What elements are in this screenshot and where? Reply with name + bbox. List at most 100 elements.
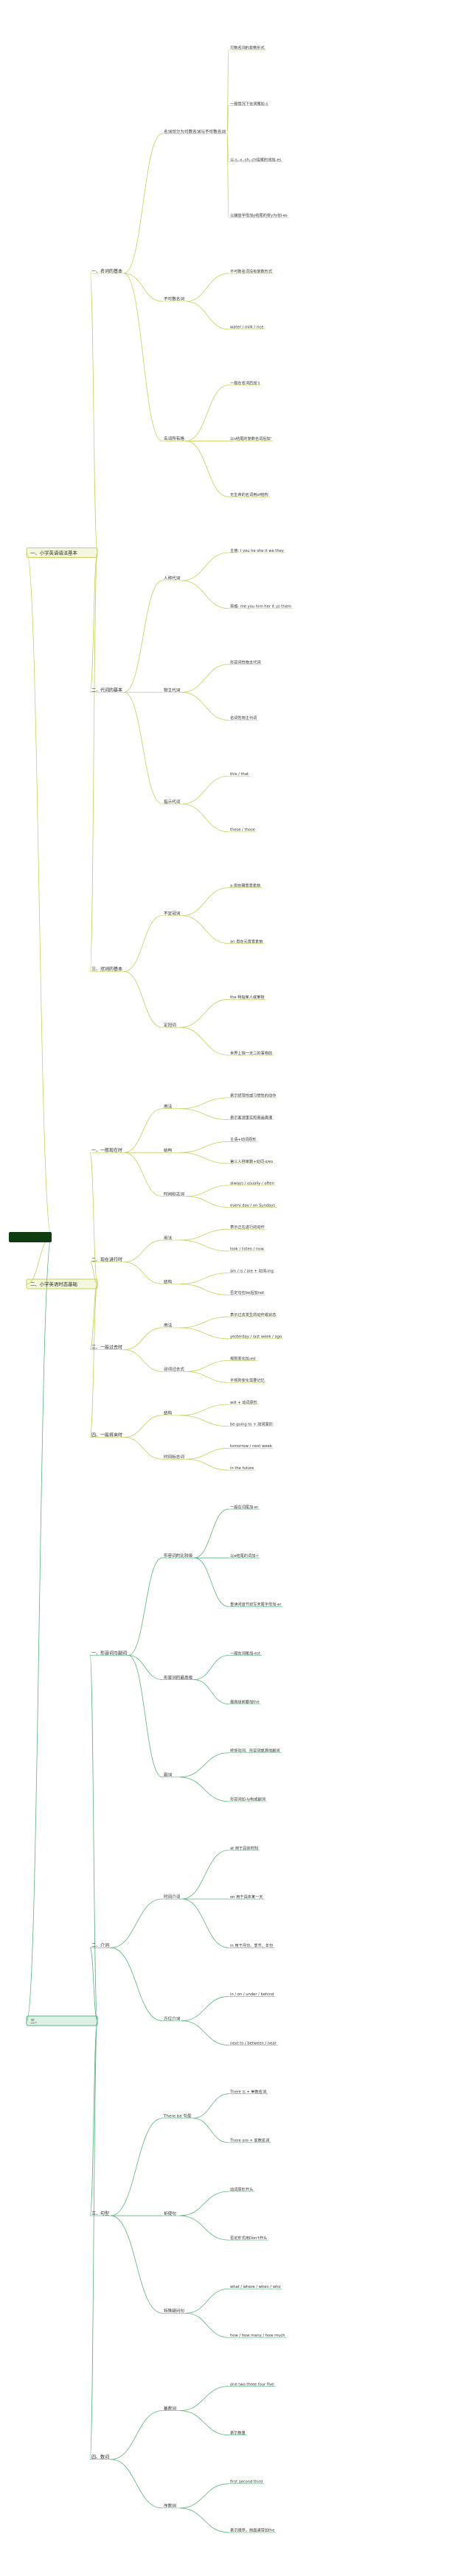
leaf-node[interactable]: a 用在辅音音素前 [229, 883, 263, 889]
leaf-node[interactable]: 一般在词尾加-er [229, 1504, 260, 1510]
leaf-node[interactable]: 表示顺序，前面通常加the [229, 2527, 277, 2533]
subtopic-node[interactable]: 动词过去式 [162, 1366, 186, 1372]
leaf-node[interactable]: how / how many / how much [229, 2334, 287, 2338]
leaf-node[interactable]: am / is / are + 动词-ing [229, 1267, 275, 1273]
leaf-node[interactable]: will + 动词原形 [229, 1399, 259, 1405]
branch-node[interactable]: 三、 [26, 2015, 98, 2026]
leaf-node[interactable]: what / where / when / who [229, 2285, 282, 2289]
subtopic-node[interactable]: 用法 [162, 1323, 180, 1329]
topic-node[interactable]: 二、代词的基本 [90, 687, 125, 693]
leaf-node[interactable]: 最高级前要加the [229, 1698, 261, 1704]
leaf-node[interactable]: one two three four five [229, 2382, 276, 2387]
leaf-node[interactable]: 形容词性物主代词 [229, 659, 263, 665]
leaf-node[interactable]: 表示数量 [229, 2429, 247, 2435]
topic-node[interactable]: 四、一般将来时 [90, 1432, 125, 1438]
leaf-node[interactable]: 表示正在进行的动作 [229, 1224, 266, 1230]
topic-node[interactable]: 四、数词 [90, 2454, 111, 2460]
leaf-node[interactable]: 以s结尾的复数名词后加' [229, 435, 274, 441]
subtopic-node[interactable]: 用法 [162, 1104, 180, 1110]
leaf-node[interactable]: these / those [229, 828, 257, 833]
leaf-node[interactable]: first second third [229, 2480, 265, 2485]
subtopic-node[interactable]: 祈使句 [162, 2211, 180, 2216]
leaf-node[interactable]: yesterday / last week / ago [229, 1335, 284, 1340]
leaf-node[interactable]: 否定形式用Don't开头 [229, 2235, 269, 2241]
leaf-node[interactable]: 一般在名词后加's [229, 379, 262, 385]
leaf-node[interactable]: look / listen / now [229, 1247, 266, 1252]
subtopic-node[interactable]: 名词所有格 [162, 435, 186, 441]
leaf-node[interactable]: in the future [229, 1466, 256, 1471]
topic-node[interactable]: 一、形容词与副词 [90, 1650, 129, 1656]
leaf-node[interactable]: 规则变化加-ed [229, 1355, 257, 1361]
leaf-node[interactable]: 世界上独一无二的事物前 [229, 1050, 274, 1056]
leaf-node[interactable]: 以辅音字母加y结尾的变y为i加-es [229, 212, 289, 218]
leaf-node[interactable]: an 用在元音音素前 [229, 938, 265, 944]
topic-node[interactable]: 一、一般现在时 [90, 1147, 125, 1153]
subtopic-node[interactable]: 形容词的最高级 [162, 1674, 195, 1680]
subtopic-node[interactable]: 人称代词 [162, 575, 182, 581]
subtopic-node[interactable]: 结构 [162, 1278, 180, 1284]
leaf-node[interactable]: 以-s,-x,-sh,-ch结尾的词加-es [229, 156, 283, 162]
subtopic-node[interactable]: 结构 [162, 1147, 180, 1153]
leaf-node[interactable]: 表示过去发生的动作或状态 [229, 1312, 278, 1317]
topic-node[interactable]: 一、名词的基本 [90, 268, 125, 274]
subtopic-node[interactable]: 副词 [162, 1772, 180, 1778]
subtopic-node[interactable]: 名词可分为可数名词与不可数名词 [162, 128, 227, 134]
leaf-node[interactable]: 无生命的名词用of结构 [229, 491, 270, 497]
leaf-node[interactable]: every day / on Sundays [229, 1203, 277, 1208]
leaf-node[interactable]: next to / between / near [229, 2041, 278, 2045]
subtopic-node[interactable]: 序数词 [162, 2503, 180, 2509]
leaf-node[interactable]: 重读闭音节双写末尾字母加-er [229, 1601, 283, 1607]
topic-node[interactable]: 二、介词 [90, 1942, 111, 1948]
leaf-node[interactable]: 一般在词尾加-est [229, 1650, 262, 1656]
subtopic-node[interactable]: 不定冠词 [162, 910, 182, 916]
subtopic-node[interactable]: 方位介词 [162, 2015, 182, 2021]
branch-node[interactable]: 一、小学英语语法基本 [26, 547, 98, 558]
subtopic-node[interactable]: 物主代词 [162, 687, 182, 693]
branch-node[interactable]: 二、小学英语时态基础 [26, 1278, 98, 1289]
leaf-node[interactable]: 主格: I you he she it we they [229, 547, 285, 553]
subtopic-node[interactable]: 基数词 [162, 2405, 180, 2411]
subtopic-node[interactable]: 形容词的比较级 [162, 1553, 195, 1558]
subtopic-node[interactable]: 时间标志词 [162, 1454, 186, 1460]
leaf-node[interactable]: 形容词加-ly构成副词 [229, 1796, 267, 1802]
leaf-node[interactable]: 表示经常性或习惯性的动作 [229, 1093, 278, 1099]
leaf-node[interactable]: be going to + 动词原形 [229, 1421, 274, 1427]
leaf-node[interactable]: in / on / under / behind [229, 1992, 276, 1997]
leaf-node[interactable]: 动词原形开头 [229, 2186, 255, 2192]
topic-node[interactable]: 三、句型 [90, 2211, 111, 2216]
leaf-node[interactable]: tomorrow / next week [229, 1444, 274, 1449]
subtopic-node[interactable]: 用法 [162, 1235, 180, 1241]
subtopic-node[interactable]: 定冠词 [162, 1022, 180, 1028]
subtopic-node[interactable]: 特殊疑问句 [162, 2308, 186, 2314]
leaf-node[interactable]: 宾格: me you him her it us them [229, 603, 293, 609]
leaf-node[interactable]: 修饰动词、形容词或其他副词 [229, 1748, 282, 1754]
subtopic-node[interactable]: 结构 [162, 1410, 180, 1416]
leaf-node[interactable]: at 用于具体时刻 [229, 1845, 260, 1851]
leaf-node[interactable]: the 特指某人或某物 [229, 994, 266, 1000]
topic-node[interactable]: 三、一般过去时 [90, 1344, 125, 1350]
topic-node[interactable]: 三、冠词的基本 [90, 966, 125, 972]
subtopic-node[interactable]: 不可数名词 [162, 296, 186, 302]
subtopic-node[interactable]: 指示代词 [162, 799, 182, 805]
leaf-node[interactable]: 可数名词的复数形式 [229, 45, 266, 51]
leaf-node[interactable]: There is + 单数名词 [229, 2089, 268, 2095]
leaf-node[interactable]: 一般情况下在词尾加-s [229, 100, 270, 106]
subtopic-node[interactable]: 时间介词 [162, 1894, 182, 1900]
leaf-node[interactable]: on 用于具体某一天 [229, 1894, 265, 1900]
leaf-node[interactable]: 不规则变化需要记忆 [229, 1377, 266, 1383]
leaf-node[interactable]: this / that [229, 772, 251, 777]
leaf-node[interactable]: 不可数名词没有复数形式 [229, 268, 274, 274]
leaf-node[interactable]: in 用于月份、季节、年份 [229, 1942, 275, 1948]
root-node[interactable] [9, 1232, 52, 1242]
subtopic-node[interactable]: 时间标志词 [162, 1191, 186, 1197]
leaf-node[interactable]: 第三人称单数+动词-s/es [229, 1158, 275, 1164]
leaf-node[interactable]: 名词性物主代词 [229, 715, 259, 721]
leaf-node[interactable]: 表示客观事实和普遍真理 [229, 1114, 274, 1120]
leaf-node[interactable]: always / usually / often [229, 1182, 276, 1186]
leaf-node[interactable]: 主语+动词原形 [229, 1136, 258, 1142]
subtopic-node[interactable]: There be 句型 [162, 2113, 193, 2119]
leaf-node[interactable]: 以e结尾的词加-r [229, 1553, 260, 1558]
topic-node[interactable]: 二、现在进行时 [90, 1257, 125, 1263]
leaf-node[interactable]: There are + 复数名词 [229, 2138, 271, 2143]
leaf-node[interactable]: 否定句在be后加not [229, 1289, 266, 1295]
